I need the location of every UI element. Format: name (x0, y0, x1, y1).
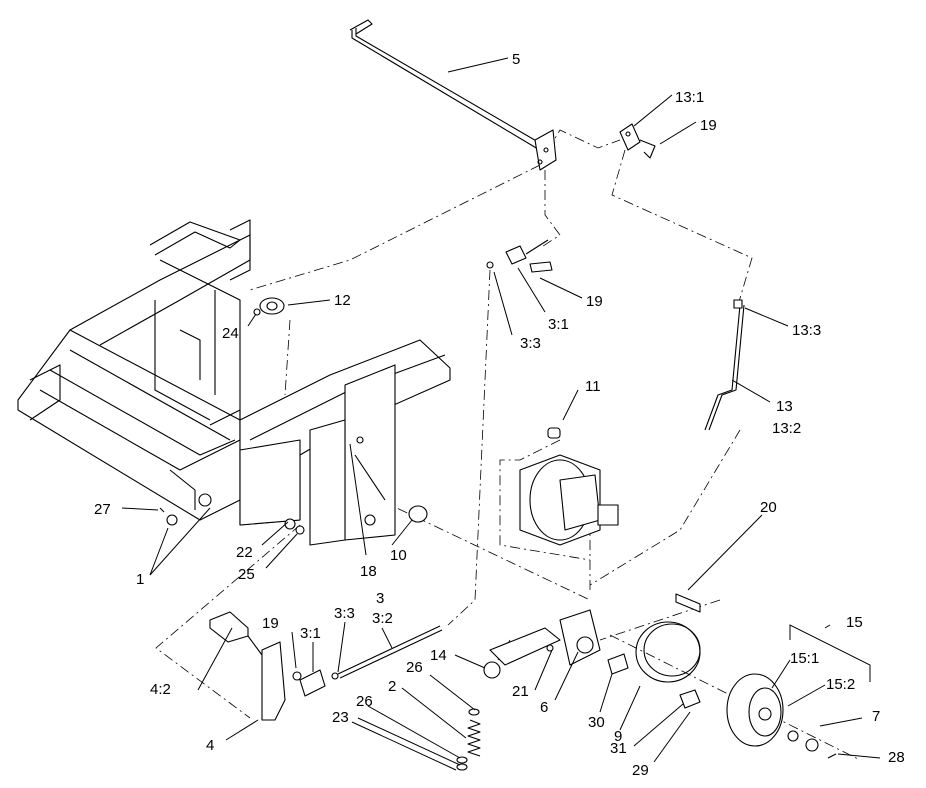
callout-labels: 5 13:1 19 12 24 19 3:1 3:3 13:3 11 13 13… (94, 51, 905, 779)
frame-right (239, 339, 451, 546)
callout-label: 7 (872, 708, 880, 725)
callout-label: 15 (846, 614, 863, 631)
callout-label: 19 (586, 293, 603, 310)
callout-label: 18 (360, 563, 377, 580)
clevis-13-1 (619, 123, 656, 159)
callout-label: 28 (888, 749, 905, 766)
callout-label: 27 (94, 501, 111, 518)
callout-label: 3:2 (372, 610, 393, 627)
callout-label: 19 (700, 117, 717, 134)
brake-band-part-9 (635, 621, 701, 709)
pedal-part-4 (209, 611, 443, 721)
callout-label: 15:2 (826, 676, 855, 693)
drum-part-15 (726, 673, 837, 759)
callout-label: 25 (238, 566, 255, 583)
callout-label: 3:1 (300, 625, 321, 642)
callout-label: 31 (610, 740, 627, 757)
cable-rod-13 (704, 299, 745, 431)
callout-label: 29 (632, 762, 649, 779)
callout-label: 3:3 (520, 335, 541, 352)
callout-label: 5 (512, 51, 520, 68)
callout-label: 1 (136, 571, 144, 588)
leader-lines (121, 57, 881, 771)
clevis-3-1-mid (486, 239, 553, 273)
callout-label: 9 (614, 728, 622, 745)
callout-label: 3 (376, 590, 384, 607)
bushing-part-10 (408, 505, 428, 523)
callout-label: 13 (776, 398, 793, 415)
spring-part-2 (456, 708, 481, 771)
callout-label: 26 (406, 659, 423, 676)
frame-left (17, 219, 251, 521)
callout-label: 23 (332, 709, 349, 726)
callout-label: 15:1 (790, 650, 819, 667)
callout-label: 4:2 (150, 681, 171, 698)
rod-part-5 (349, 19, 557, 171)
callout-label: 24 (222, 325, 239, 342)
callout-label: 30 (588, 714, 605, 731)
callout-label: 13:1 (675, 89, 704, 106)
callout-label: 14 (430, 647, 447, 664)
callout-label: 19 (262, 615, 279, 632)
callout-label: 22 (236, 544, 253, 561)
bearing-part-12 (253, 297, 285, 316)
callout-label: 26 (356, 693, 373, 710)
callout-label: 12 (334, 292, 351, 309)
motor-assembly (519, 427, 619, 546)
assembly-lines (155, 129, 861, 761)
callout-label: 6 (540, 699, 548, 716)
callout-label: 20 (760, 499, 777, 516)
callout-label: 13:3 (792, 322, 821, 339)
callout-label: 21 (512, 683, 529, 700)
callout-label: 13:2 (772, 420, 801, 437)
lever-part-6 (483, 609, 629, 679)
pin-part-20 (675, 593, 701, 613)
callout-label: 3:1 (548, 316, 569, 333)
callout-label: 3:3 (334, 605, 355, 622)
callout-label: 10 (390, 547, 407, 564)
callout-label: 2 (388, 678, 396, 695)
callout-label: 4 (206, 737, 214, 754)
callout-label: 11 (585, 378, 601, 395)
